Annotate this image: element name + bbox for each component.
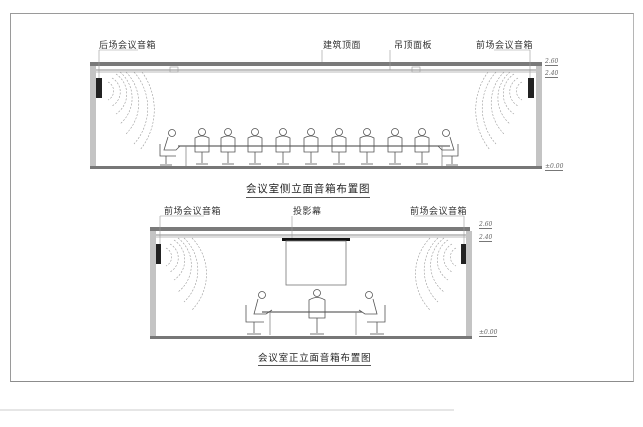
front-speaker-label: 前场会议音箱 (476, 41, 534, 51)
elevation-marker: 2.60 (545, 58, 559, 66)
speaker-icon (528, 78, 534, 98)
sound-wave-icon (475, 71, 523, 151)
elevation-marker: ±0.00 (545, 163, 564, 171)
sound-wave-icon (165, 237, 207, 311)
projection-screen-label: 投影幕 (293, 207, 322, 217)
front-elevation-drawing (150, 215, 472, 339)
projection-screen-bar (282, 238, 350, 241)
right-speaker-label: 前场会议音箱 (410, 207, 468, 217)
elevation-marker: 2.60 (479, 221, 493, 229)
front-elevation-caption: 会议室正立面音箱布置图 (258, 350, 372, 366)
speaker-icon (461, 244, 466, 264)
seated-people-group (245, 289, 386, 335)
elevation-marker: 2.40 (479, 234, 493, 242)
projection-screen (285, 240, 347, 286)
sound-wave-icon (107, 71, 155, 151)
page-divider (0, 409, 454, 411)
seated-people-row (159, 128, 459, 166)
elevation-marker: 2.40 (545, 70, 559, 78)
suspended-ceiling-label: 吊顶面板 (394, 41, 433, 51)
speaker-icon (156, 244, 161, 264)
side-elevation-drawing (90, 49, 542, 169)
rear-speaker-label: 后场会议音箱 (99, 41, 157, 51)
elevation-marker: ±0.00 (479, 329, 498, 337)
side-elevation-caption: 会议室侧立面音箱布置图 (246, 181, 371, 198)
building-ceiling-label: 建筑顶面 (323, 41, 362, 51)
left-speaker-label: 前场会议音箱 (164, 207, 222, 217)
speaker-icon (96, 78, 102, 98)
sound-wave-icon (415, 237, 457, 311)
